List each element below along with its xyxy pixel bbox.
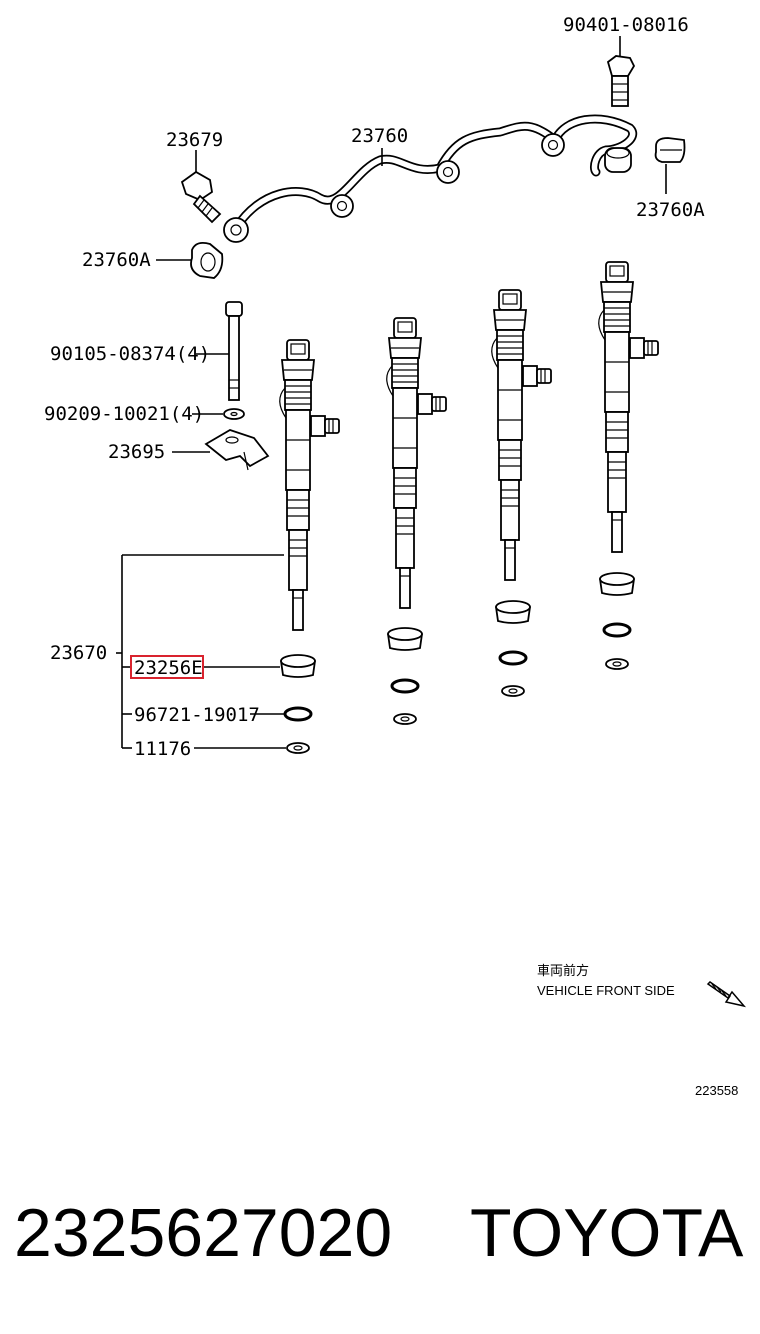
seat-3: [495, 600, 531, 624]
note-jp: 車両前方: [537, 963, 589, 978]
oring-96721-1: [283, 706, 313, 722]
oring-4: [602, 622, 632, 638]
label-23695: 23695: [108, 441, 165, 463]
label-23760a-right: 23760A: [636, 199, 705, 221]
seat-23256-1: [280, 654, 316, 678]
clamp-23760a-left: [190, 241, 224, 279]
label-90105: 90105-08374(4): [50, 343, 210, 365]
washer-3: [501, 685, 525, 697]
label-23760: 23760: [351, 125, 408, 147]
injector-1: [278, 339, 340, 631]
label-90401: 90401-08016: [563, 14, 689, 36]
label-11176: 11176: [134, 738, 191, 760]
label-23679: 23679: [166, 129, 223, 151]
clamp-23760a-right: [654, 137, 686, 163]
bolt-90105: [225, 301, 243, 401]
injector-4: [597, 261, 659, 553]
bolt-90401: [606, 55, 636, 107]
front-arrow-icon: [706, 981, 747, 1008]
diagram-code: 223558: [695, 1083, 738, 1098]
part-number: 2325627020: [14, 1195, 392, 1271]
fuel-tube-23760: [223, 114, 637, 243]
washer-90209: [223, 408, 245, 420]
highlight-box: [130, 655, 204, 679]
group-bracket-23670: [116, 554, 286, 749]
washer-2: [393, 713, 417, 725]
injector-3: [490, 289, 552, 581]
bolt-23679: [180, 170, 222, 224]
oring-3: [498, 650, 528, 666]
injector-2: [385, 317, 447, 609]
washer-4: [605, 658, 629, 670]
label-23760a-left: 23760A: [82, 249, 151, 271]
label-90209: 90209-10021(4): [44, 403, 204, 425]
washer-11176-1: [286, 742, 310, 754]
label-96721: 96721-19017: [134, 704, 260, 726]
oring-2: [390, 678, 420, 694]
note-en: VEHICLE FRONT SIDE: [537, 983, 675, 998]
seat-4: [599, 572, 635, 596]
seat-2: [387, 627, 423, 651]
brand-name: TOYOTA: [470, 1195, 744, 1271]
label-23256: 23256E: [134, 657, 203, 679]
label-23670: 23670: [50, 642, 107, 664]
clamp-23695: [204, 429, 270, 471]
